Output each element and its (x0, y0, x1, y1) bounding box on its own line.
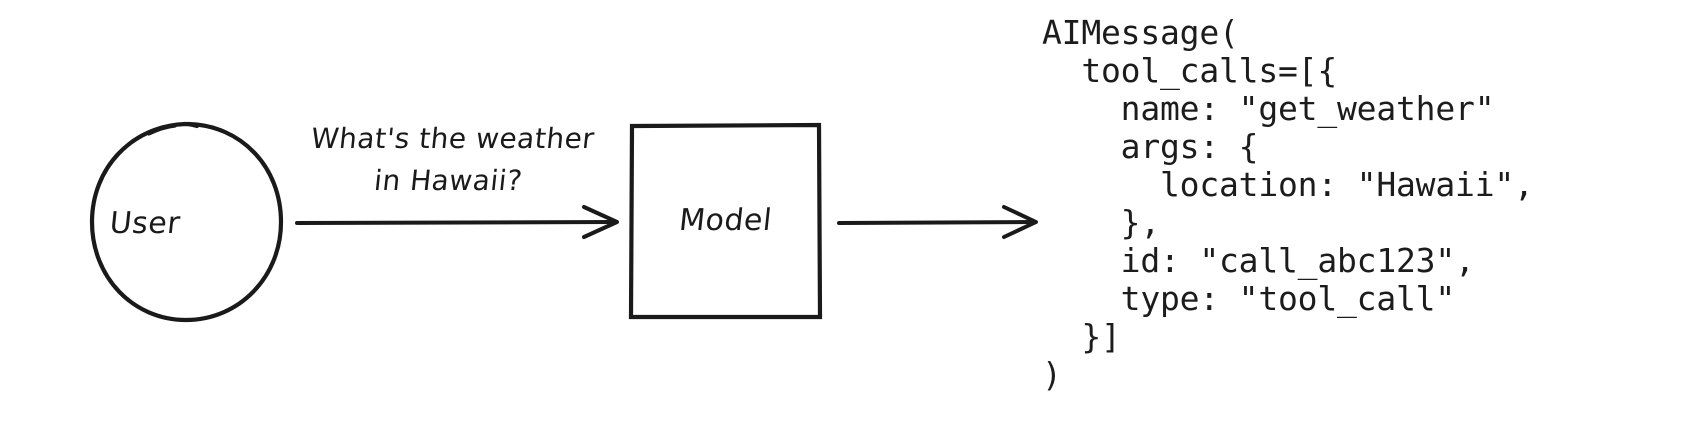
ai-message-code-block: AIMessage( tool_calls=[{ name: "get_weat… (1042, 14, 1534, 394)
arrow2-head (1002, 205, 1038, 239)
code-line: args: { (1042, 127, 1259, 166)
arrow1-head (582, 205, 619, 239)
node-model[interactable] (628, 122, 823, 320)
node-model-label: Model (677, 203, 774, 238)
edge-label-line-2: in Hawaii? (372, 164, 525, 197)
code-line: ) (1042, 355, 1062, 394)
arrow1-shaft (295, 220, 616, 225)
code-line: type: "tool_call" (1042, 279, 1456, 318)
arrow-user-to-model (295, 205, 619, 239)
arrow-model-to-output (837, 205, 1038, 239)
code-line: }, (1042, 203, 1161, 242)
node-user-label: User (107, 206, 183, 241)
code-line: name: "get_weather" (1042, 89, 1495, 128)
model-box-outline (628, 122, 823, 320)
code-line: id: "call_abc123", (1042, 241, 1475, 280)
code-line: location: "Hawaii", (1042, 165, 1534, 204)
node-user[interactable] (89, 121, 284, 323)
code-line: AIMessage( (1042, 13, 1239, 52)
edge-label-user-to-model: What's the weather in Hawaii? (284, 118, 618, 202)
edge-label-line-1: What's the weather (309, 122, 597, 155)
user-circle-outline (89, 121, 284, 323)
code-line: }] (1042, 317, 1121, 356)
user-circle-overshoot (147, 124, 177, 136)
code-line: tool_calls=[{ (1042, 51, 1338, 90)
arrow2-shaft (837, 220, 1035, 225)
